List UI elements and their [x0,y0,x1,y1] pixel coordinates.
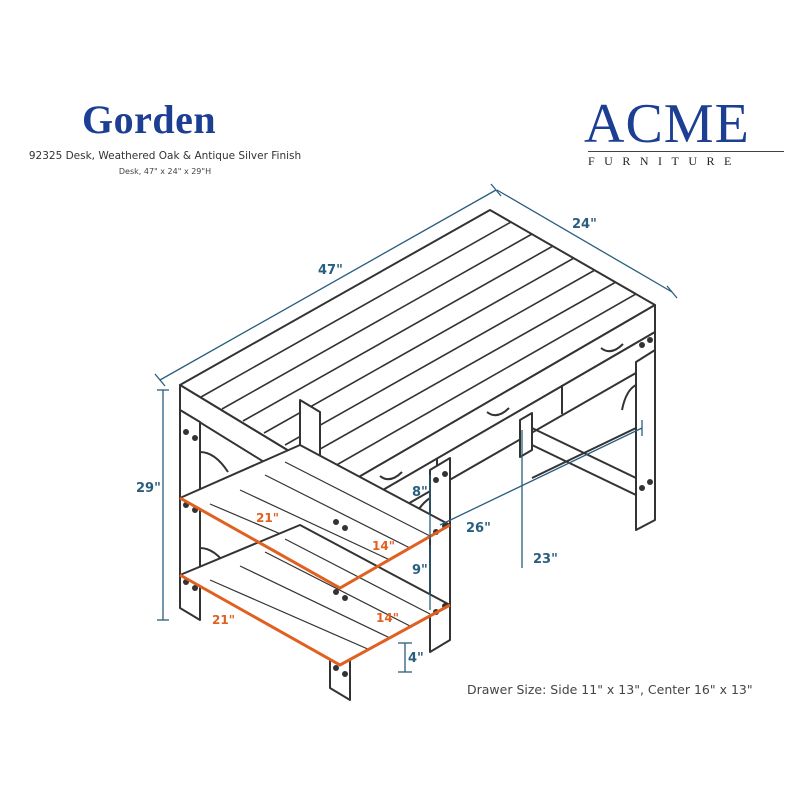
dimension-lines [154,183,678,673]
dim-shelf-bottom-length-label: 21" [212,613,235,627]
dim-shelf-bottom-depth-label: 14" [376,611,399,625]
drawer-pull-center [486,407,510,417]
dim-knee-width-label: 26" [466,521,491,536]
drawer-pull-left [379,471,403,481]
shelf-highlights [179,496,451,667]
drawer-size-note: Drawer Size: Side 11" x 13", Center 16" … [467,682,753,697]
brand-subtitle: FURNITURE [588,154,741,168]
dim-shelf-top-length-label: 21" [256,511,279,525]
desk-top-planks [200,221,637,472]
dim-shelf-gap-mid-label: 9" [412,563,428,578]
dim-shelf-top-depth-label: 14" [372,539,395,553]
dim-height-label: 29" [136,481,161,496]
dim-length-label: 47" [318,263,343,278]
dim-knee-height-label: 23" [533,552,558,567]
right-legs [519,349,656,531]
dim-shelf-gap-top-label: 8" [412,485,428,500]
brand-rule [588,151,784,152]
dim-depth-label: 24" [572,217,597,232]
dim-floor-clear-label: 4" [408,651,424,666]
product-title: Gorden [82,97,217,142]
product-dimensions-text: Desk, 47" x 24" x 29"H [118,167,212,176]
brand-logo: ACME [584,93,750,155]
product-subtitle: 92325 Desk, Weathered Oak & Antique Silv… [28,150,302,162]
drawer-pull-right [600,343,624,353]
